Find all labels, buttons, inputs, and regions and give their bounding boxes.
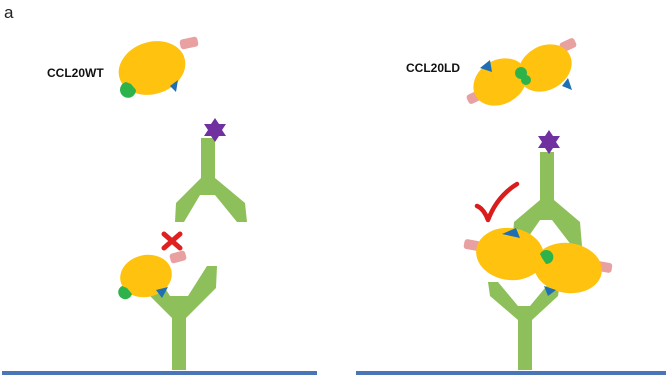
bound-chemokine-icon [116,250,187,302]
variant-label-wt: CCL20WT [47,66,104,80]
panel-letter: a [4,3,14,22]
variant-label-ld: CCL20LD [406,61,460,75]
check-mark-icon [477,184,517,220]
surface-line-left [2,371,317,375]
chemokine-dimer-icon [465,35,580,115]
star-icon [538,130,560,154]
cross-mark-icon [164,234,180,248]
right-panel: CCL20LD [356,35,666,375]
antibody-icon [175,138,247,222]
chemokine-monomer-icon [112,33,199,103]
surface-line-right [356,371,666,375]
bound-chemokine-dimer-icon [463,224,612,298]
left-panel: CCL20WT [2,33,317,375]
capture-antibody-icon [488,282,560,370]
